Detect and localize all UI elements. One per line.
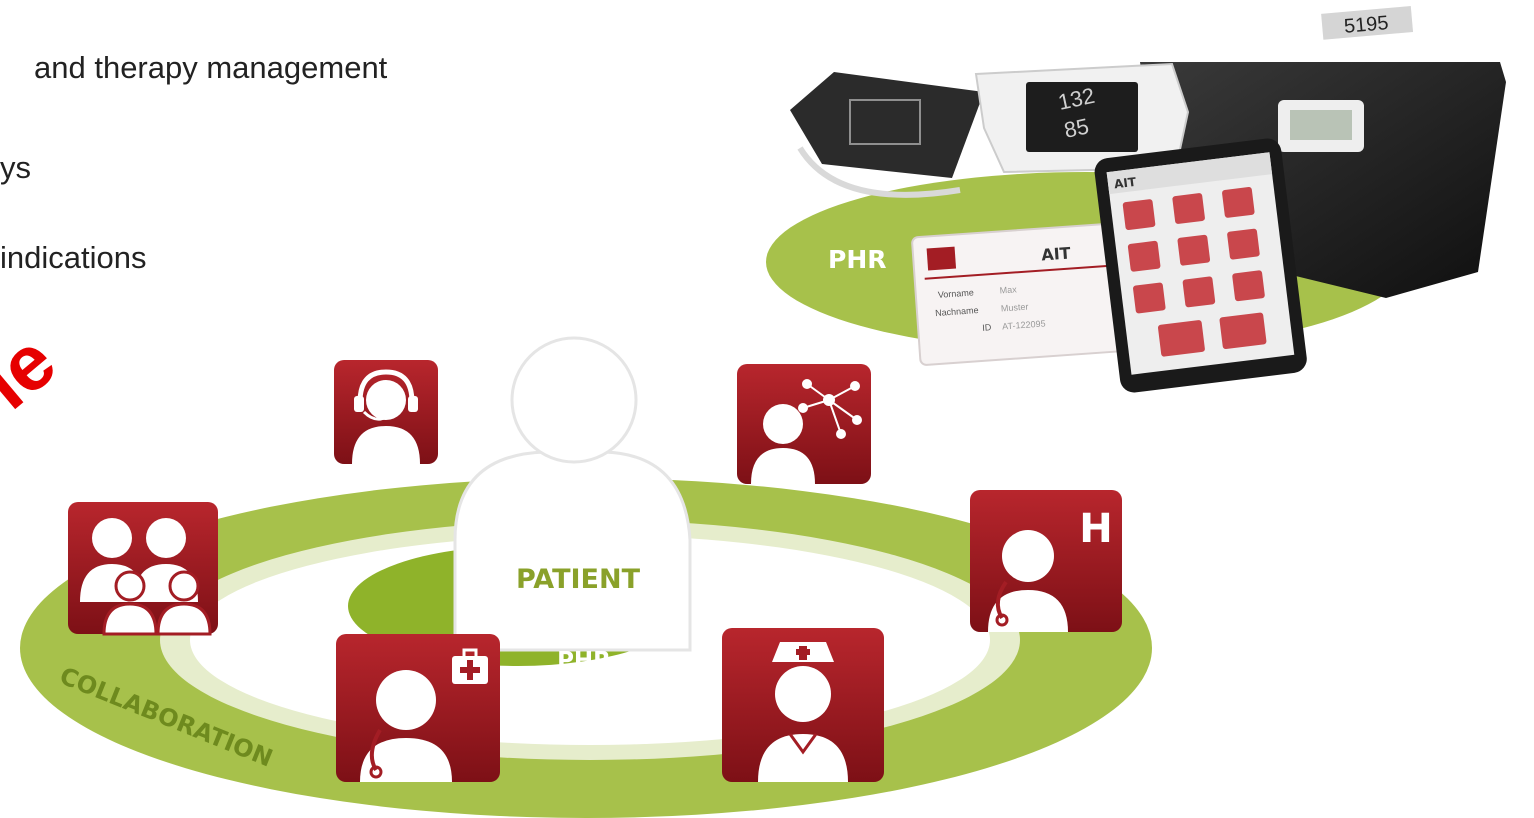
phone-app-tile xyxy=(1219,312,1267,350)
phone-app-tile xyxy=(1227,228,1260,260)
phone-app-tile xyxy=(1127,240,1161,272)
phone-app-tile xyxy=(1172,193,1205,224)
bp-cuff xyxy=(790,72,984,198)
collaboration-diagram: PATIENT PHR COLLABORATION xyxy=(20,336,1152,818)
headset-person-icon xyxy=(334,360,438,464)
card-field-label-2: Nachname xyxy=(935,305,979,318)
inner-phr-label: PHR xyxy=(557,648,611,674)
patient-label: PATIENT xyxy=(516,564,641,595)
doctor-bag-icon xyxy=(336,634,500,782)
family-icon xyxy=(68,502,218,636)
network-person-icon xyxy=(737,364,871,484)
scale-readout: 5195 xyxy=(1343,12,1389,38)
health-card: AIT Vorname Max Nachname Muster ID AT-12… xyxy=(911,221,1141,366)
phone-app-tile xyxy=(1177,234,1211,266)
nurse-icon xyxy=(722,628,884,782)
device-phr-label: PHR xyxy=(828,245,887,274)
bullet-indications: indications xyxy=(0,240,147,275)
card-brand: AIT xyxy=(1041,244,1072,265)
phone-app-tile xyxy=(1232,270,1265,302)
card-field-label-1: Vorname xyxy=(938,287,975,299)
patient-figure xyxy=(453,336,692,652)
phone-app-tile xyxy=(1182,276,1216,308)
card-field-value-2: Muster xyxy=(1001,302,1029,314)
phone-app-tile xyxy=(1133,282,1166,314)
card-field-label-3: ID xyxy=(982,322,992,333)
phone-app-tile xyxy=(1222,187,1255,218)
bp-readout-bottom: 85 xyxy=(1062,113,1091,143)
phone-app-tile xyxy=(1157,320,1205,357)
smartphone: AIT xyxy=(1094,138,1307,393)
hospital-letter: H xyxy=(1079,506,1112,552)
bullet-therapy-management: and therapy management xyxy=(34,50,388,85)
bullet-ys: ys xyxy=(0,150,31,185)
phone-app-title: AIT xyxy=(1113,175,1137,192)
devices-illustration: PHR 5195 132 85 AIT Vorname xyxy=(766,6,1506,393)
card-field-value-3: AT-122095 xyxy=(1002,318,1046,331)
bp-monitor: 132 85 xyxy=(974,62,1190,174)
card-field-value-1: Max xyxy=(999,284,1017,295)
doctor-hospital-icon: H xyxy=(970,490,1122,632)
phone-app-tile xyxy=(1122,199,1156,230)
